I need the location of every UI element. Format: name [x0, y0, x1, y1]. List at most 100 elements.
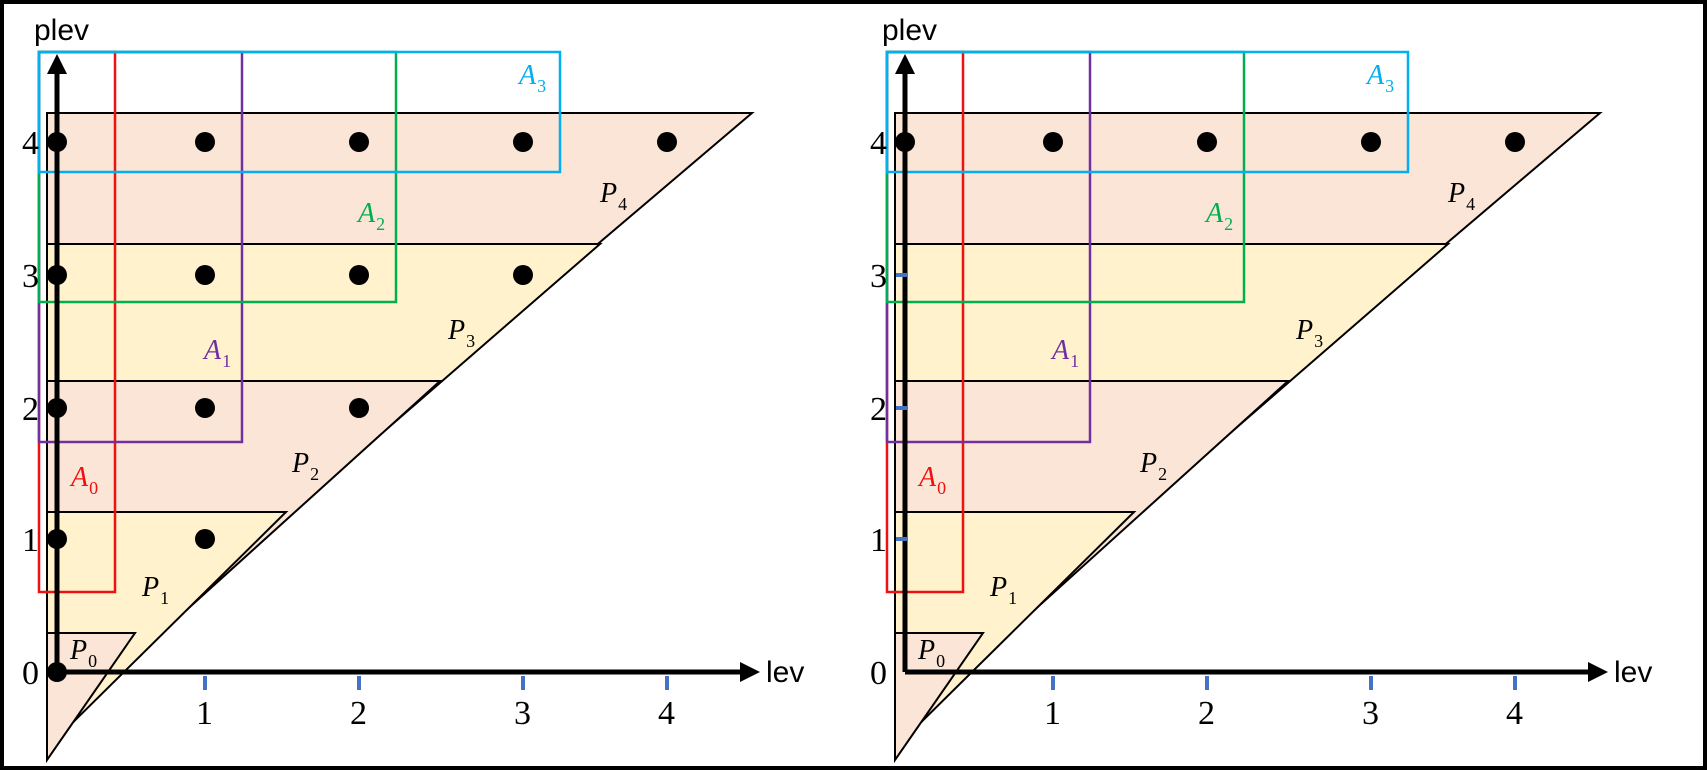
- region-label-p0-letter: P: [69, 635, 87, 666]
- region-label-p4-letter: P: [1447, 178, 1465, 209]
- box-label-a3-subscript: 3: [537, 76, 546, 96]
- point-lev1-plev4: [1043, 132, 1063, 152]
- region-label-p0-letter: P: [917, 635, 935, 666]
- point-lev2-plev3: [349, 265, 369, 285]
- point-lev3-plev3: [513, 265, 533, 285]
- x-tick-label-2: 2: [350, 695, 367, 732]
- y-axis-label: plev: [882, 14, 937, 47]
- region-label-p3: P3: [447, 315, 475, 351]
- x-axis-arrowhead: [740, 662, 760, 682]
- region-label-p3-letter: P: [1295, 315, 1313, 346]
- region-p0: [894, 632, 985, 764]
- y-tick-label-3: 3: [22, 258, 39, 295]
- region-label-p2: P2: [291, 448, 319, 484]
- y-tick-label-4: 4: [870, 125, 887, 162]
- box-a3: [885, 50, 1410, 174]
- region-p1: [894, 511, 1137, 751]
- box-label-a1-letter: A: [202, 335, 222, 366]
- box-label-a0-letter: A: [69, 462, 89, 493]
- y-tick-label-1: 1: [870, 522, 887, 559]
- region-label-p4-letter: P: [599, 178, 617, 209]
- region-label-p1-subscript: 1: [160, 588, 169, 608]
- region-label-p3-subscript: 3: [466, 331, 475, 351]
- x-tick-label-3: 3: [514, 695, 531, 732]
- box-label-a2: A2: [356, 198, 385, 234]
- point-lev0-plev4: [895, 132, 915, 152]
- x-axis-label: lev: [766, 656, 804, 689]
- point-lev1-plev1: [195, 529, 215, 549]
- point-lev1-plev3: [195, 265, 215, 285]
- region-p1: [46, 511, 289, 751]
- box-label-a0-subscript: 0: [937, 478, 946, 498]
- box-a3: [37, 50, 562, 174]
- box-label-a0: A0: [917, 462, 946, 498]
- y-tick-label-2: 2: [22, 391, 39, 428]
- point-lev0-plev4: [47, 132, 67, 152]
- point-lev4-plev4: [657, 132, 677, 152]
- region-label-p3: P3: [1295, 315, 1323, 351]
- y-axis-arrowhead: [895, 54, 915, 74]
- y-tick-label-4: 4: [22, 125, 39, 162]
- point-lev0-plev1: [47, 529, 67, 549]
- box-label-a2-letter: A: [1204, 198, 1224, 229]
- box-label-a3: A3: [1365, 60, 1394, 96]
- point-lev3-plev4: [513, 132, 533, 152]
- region-label-p4: P4: [599, 178, 627, 214]
- region-label-p2-subscript: 2: [1158, 464, 1167, 484]
- x-tick-label-1: 1: [1044, 695, 1061, 732]
- box-label-a3-letter: A: [1365, 60, 1385, 91]
- region-label-p0: P0: [69, 635, 97, 671]
- region-label-p0-subscript: 0: [936, 651, 945, 671]
- box-label-a1-subscript: 1: [222, 351, 231, 371]
- region-label-p1: P1: [141, 572, 169, 608]
- y-tick-label-0: 0: [22, 655, 39, 692]
- region-label-p4-subscript: 4: [1466, 194, 1475, 214]
- x-axis-arrowhead: [1588, 662, 1608, 682]
- region-label-p1-letter: P: [989, 572, 1007, 603]
- x-tick-label-1: 1: [196, 695, 213, 732]
- region-label-p4-subscript: 4: [618, 194, 627, 214]
- point-lev0-plev3: [47, 265, 67, 285]
- x-axis-label: lev: [1614, 656, 1652, 689]
- box-label-a0-subscript: 0: [89, 478, 98, 498]
- y-tick-label-2: 2: [870, 391, 887, 428]
- point-lev2-plev2: [349, 398, 369, 418]
- region-label-p2: P2: [1139, 448, 1167, 484]
- point-lev0-plev0: [47, 662, 67, 682]
- box-label-a3-subscript: 3: [1385, 76, 1394, 96]
- y-axis-label: plev: [34, 14, 89, 47]
- box-label-a1: A1: [1050, 335, 1079, 371]
- region-p0: [46, 632, 137, 764]
- point-lev4-plev4: [1505, 132, 1525, 152]
- box-label-a2-letter: A: [356, 198, 376, 229]
- region-label-p4: P4: [1447, 178, 1475, 214]
- x-tick-label-2: 2: [1198, 695, 1215, 732]
- point-lev2-plev4: [349, 132, 369, 152]
- y-tick-label-3: 3: [870, 258, 887, 295]
- box-label-a2-subscript: 2: [376, 214, 385, 234]
- box-label-a3-letter: A: [517, 60, 537, 91]
- y-tick-label-0: 0: [870, 655, 887, 692]
- box-label-a0-letter: A: [917, 462, 937, 493]
- region-label-p1-subscript: 1: [1008, 588, 1017, 608]
- box-label-a3: A3: [517, 60, 546, 96]
- point-lev2-plev4: [1197, 132, 1217, 152]
- region-label-p3-letter: P: [447, 315, 465, 346]
- box-label-a2-subscript: 2: [1224, 214, 1233, 234]
- y-tick-label-1: 1: [22, 522, 39, 559]
- region-label-p0: P0: [917, 635, 945, 671]
- region-label-p2-letter: P: [1139, 448, 1157, 479]
- region-label-p2-letter: P: [291, 448, 309, 479]
- box-label-a1: A1: [202, 335, 231, 371]
- x-tick-label-3: 3: [1362, 695, 1379, 732]
- point-lev1-plev2: [195, 398, 215, 418]
- y-axis-arrowhead: [47, 54, 67, 74]
- region-label-p0-subscript: 0: [88, 651, 97, 671]
- box-label-a0: A0: [69, 462, 98, 498]
- point-lev1-plev4: [195, 132, 215, 152]
- point-lev0-plev2: [47, 398, 67, 418]
